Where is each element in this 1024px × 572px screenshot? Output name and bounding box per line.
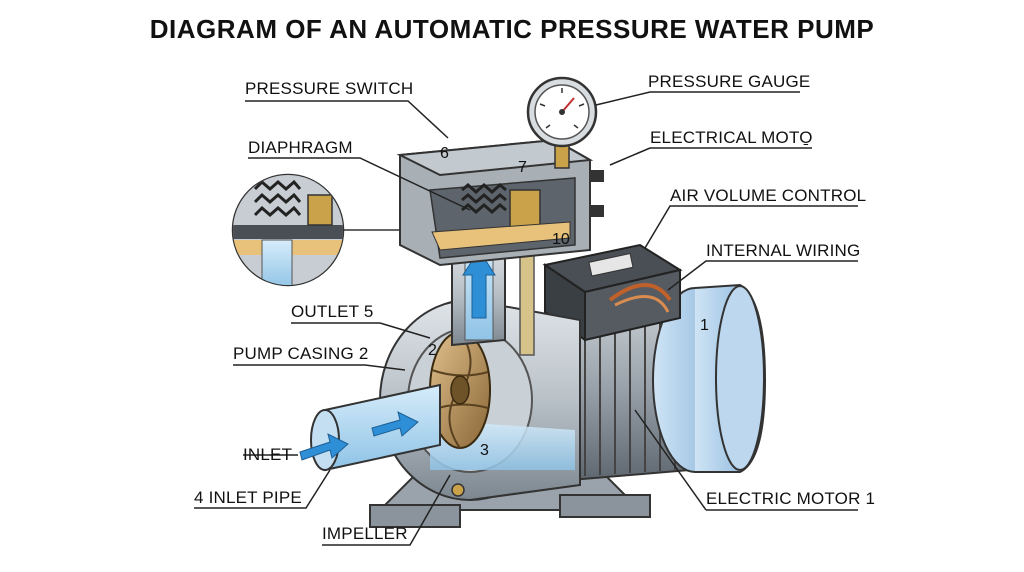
label-diaphragm: DIAPHRAGM (248, 138, 353, 157)
pressure-gauge (526, 76, 598, 169)
part-number-6: 6 (440, 145, 449, 162)
pump-casing (379, 299, 581, 501)
label-impeller: IMPELLER (322, 524, 408, 543)
label-outlet: OUTLET 5 (291, 302, 374, 321)
part-number-7: 7 (518, 159, 527, 176)
part-number-2: 2 (428, 342, 437, 359)
label-pressure-gauge: PRESSURE GAUGE (648, 72, 811, 91)
label-internal-wiring: INTERNAL WIRING (706, 241, 861, 260)
label-inlet-pipe: 4 INLET PIPE (194, 488, 302, 507)
part-number-1: 1 (700, 317, 709, 334)
pressure-switch (396, 138, 604, 267)
label-pressure-switch: PRESSURE SWITCH (245, 79, 414, 98)
part-number-10: 10 (552, 231, 570, 248)
electric-motor (569, 283, 767, 482)
leader-lines (194, 91, 858, 546)
label-electrical-moto: ELECTRICAL MOTO̱ (650, 128, 813, 147)
part-number-3: 3 (480, 442, 489, 459)
diagram-title: DIAGRAM OF AN AUTOMATIC PRESSURE WATER P… (149, 14, 875, 44)
label-inlet: INLET (243, 445, 293, 464)
terminal-box (542, 243, 683, 342)
label-electric-motor: ELECTRIC MOTOR 1 (706, 489, 876, 508)
label-pump-casing: PUMP CASING 2 (233, 344, 369, 363)
diaphragm-inset (231, 173, 400, 287)
label-air-volume-control: AIR VOLUME CONTROL (670, 186, 867, 205)
inlet-pipe (299, 383, 441, 472)
